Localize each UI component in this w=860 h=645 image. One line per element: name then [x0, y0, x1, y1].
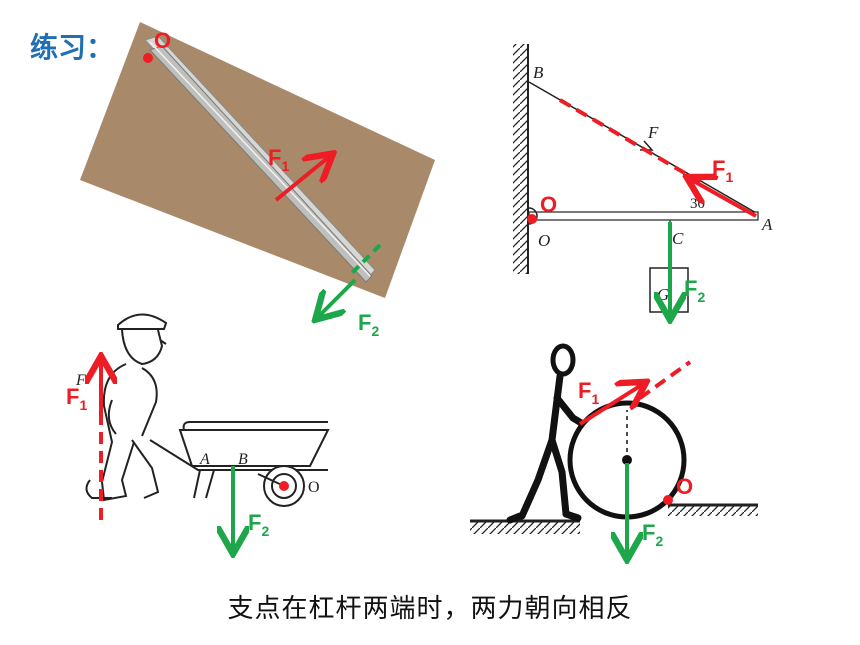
f1-arrow	[274, 156, 330, 202]
force-f-label: F	[647, 123, 659, 142]
caption: 支点在杠杆两端时，两力朝向相反	[227, 594, 633, 624]
f1-label: F1	[712, 156, 733, 185]
f2-label: F2	[248, 510, 269, 539]
pivot-label: O	[540, 192, 557, 217]
point-a-label: A	[761, 215, 773, 234]
tweezers-image	[144, 35, 376, 283]
worker-figure	[85, 313, 168, 502]
pivot-dot	[143, 53, 153, 63]
f2-label: F2	[358, 310, 379, 339]
f1-label: F1	[268, 145, 289, 174]
roller-panel: F1 F2 O	[470, 343, 758, 556]
wheelbarrow-panel: A B F O F1 F2	[66, 313, 330, 550]
f2-label: F2	[684, 276, 705, 305]
f2-label: F2	[642, 520, 663, 549]
step-hatch	[668, 506, 758, 516]
angle-label: 30	[690, 196, 705, 212]
weight-label: G	[657, 285, 669, 304]
drawn-f-label: F	[75, 372, 86, 389]
ground-hatch	[470, 522, 580, 534]
wall-rod-panel: B O C A F 30 G F1 O F2	[513, 44, 773, 316]
f1-arrow	[578, 384, 643, 426]
tweezers-panel: O F1 F2	[80, 22, 435, 339]
page-title: 练习：	[30, 31, 115, 64]
rod-oa	[528, 211, 759, 221]
point-o-label: O	[538, 231, 550, 250]
pivot-dot	[279, 481, 289, 491]
pivot-dot	[527, 214, 537, 224]
point-b-label: B	[238, 451, 248, 468]
wall-hatch	[513, 44, 527, 274]
f1-line-of-action	[558, 98, 702, 184]
f1-label: F1	[66, 384, 87, 413]
pivot-label: O	[308, 479, 320, 496]
point-c-label: C	[672, 229, 684, 248]
wheelbarrow-figure	[149, 421, 330, 507]
point-a-label: A	[199, 451, 210, 468]
f2-arrow	[318, 278, 357, 317]
f1-arrow	[690, 179, 757, 218]
pivot-label: O	[154, 28, 171, 53]
pivot-label: O	[676, 474, 693, 499]
point-b-label: B	[533, 63, 544, 82]
stick-figure	[506, 343, 587, 524]
roller-axle	[622, 455, 632, 465]
f2-line-of-action	[348, 243, 382, 277]
pivot-dot	[663, 495, 673, 505]
f1-label: F1	[578, 378, 599, 407]
f1-line-of-action	[638, 360, 692, 400]
